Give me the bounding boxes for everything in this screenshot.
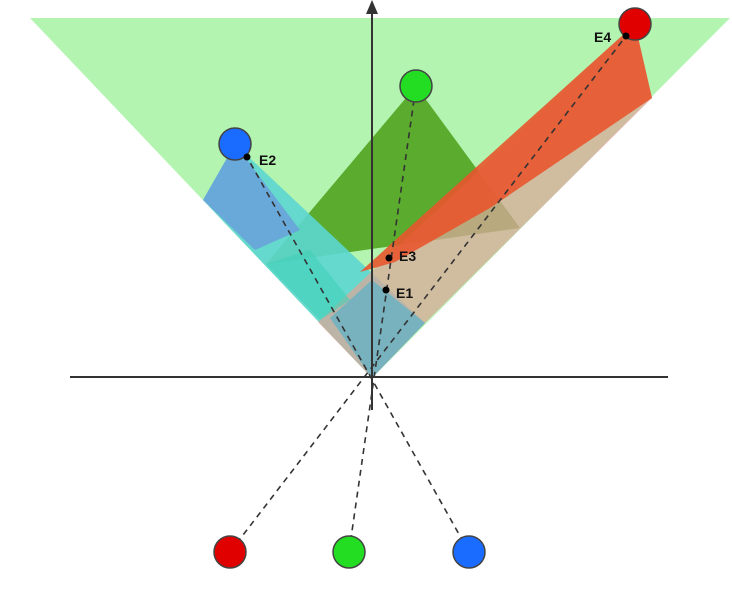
point-e1: [382, 286, 390, 294]
red-camera-cone: [360, 24, 652, 272]
red-camera-marker: [618, 7, 652, 41]
dashed-line-red: [229, 35, 627, 553]
point-e2: [243, 153, 251, 161]
red-mirror-marker: [213, 535, 247, 569]
blue-camera-cone-dark: [203, 144, 300, 250]
blue-camera-marker: [218, 127, 252, 161]
green-camera-marker: [399, 69, 433, 103]
overlap-region: [330, 280, 425, 378]
vertical-axis-arrow: [366, 0, 378, 14]
label-e4: E4: [594, 29, 611, 45]
dashed-line-green: [348, 85, 417, 553]
green-mirror-marker: [332, 535, 366, 569]
label-e1: E1: [396, 285, 413, 301]
dashed-line-blue: [246, 156, 470, 553]
point-e3: [385, 254, 393, 262]
blue-mirror-marker: [452, 535, 486, 569]
label-e3: E3: [399, 248, 416, 264]
projection-lines: [229, 35, 627, 553]
label-e2: E2: [259, 152, 276, 168]
point-e4: [622, 32, 630, 40]
